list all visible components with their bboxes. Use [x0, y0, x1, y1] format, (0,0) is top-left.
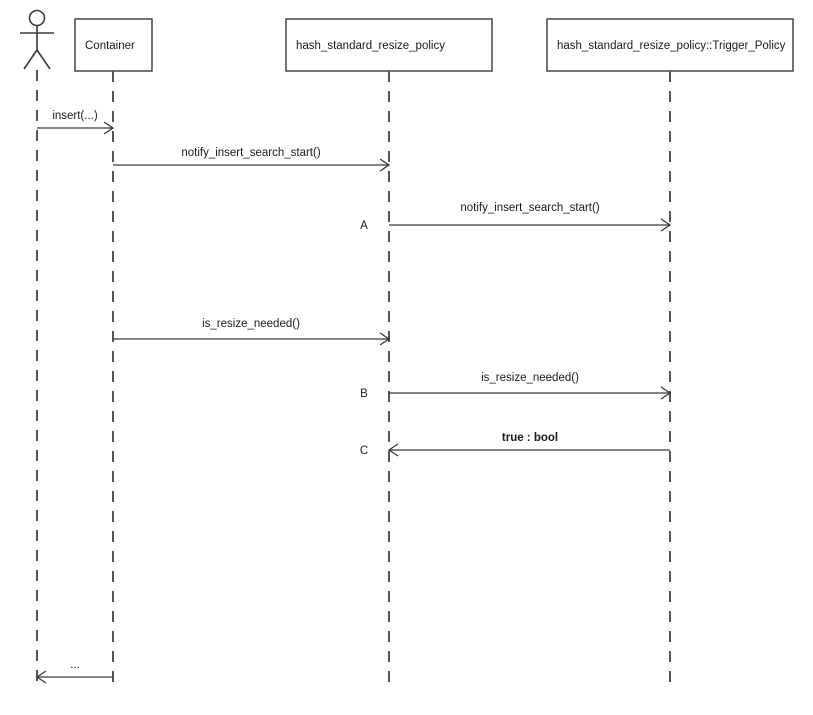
arrowhead-left-icon: [387, 443, 399, 457]
arrowhead-right-icon: [379, 158, 391, 172]
message-marker-a: A: [360, 220, 368, 232]
message-label: notify_insert_search_start(): [460, 202, 600, 214]
actor-leg-right-icon: [36, 49, 51, 70]
message-is-resize-needed-1[interactable]: is_resize_needed(): [113, 318, 391, 346]
actor-figure: [20, 9, 54, 70]
message-true-bool-return[interactable]: C true : bool: [360, 432, 670, 457]
arrowhead-right-icon: [660, 386, 672, 400]
message-label: insert(...): [52, 110, 98, 122]
participant-box[interactable]: [285, 18, 493, 72]
actor-head-icon: [28, 9, 46, 27]
arrowhead-right-icon: [379, 332, 391, 346]
participant-label: Container: [85, 40, 135, 52]
participant-label: hash_standard_resize_policy: [296, 40, 445, 52]
message-label: notify_insert_search_start(): [181, 147, 321, 159]
participant-container[interactable]: Container: [74, 18, 153, 72]
arrowhead-left-icon: [35, 670, 47, 684]
message-notify-insert-search-start-1[interactable]: notify_insert_search_start(): [113, 147, 391, 172]
message-is-resize-needed-2[interactable]: B is_resize_needed(): [360, 372, 672, 400]
participant-policy[interactable]: hash_standard_resize_policy: [285, 18, 493, 72]
message-label: is_resize_needed(): [202, 318, 300, 330]
message-notify-insert-search-start-2[interactable]: A notify_insert_search_start(): [360, 202, 672, 232]
message-label: true : bool: [502, 432, 558, 444]
message-marker-b: B: [360, 388, 368, 400]
message-insert[interactable]: insert(...): [37, 110, 115, 135]
message-marker-c: C: [360, 445, 368, 457]
message-label: ...: [70, 659, 80, 671]
actor-leg-left-icon: [23, 49, 38, 70]
participant-label: hash_standard_resize_policy::Trigger_Pol…: [557, 40, 786, 52]
message-label: is_resize_needed(): [481, 372, 579, 384]
arrowhead-right-icon: [103, 121, 115, 135]
message-ellipsis-return[interactable]: ...: [35, 659, 113, 684]
participant-trigger-policy[interactable]: hash_standard_resize_policy::Trigger_Pol…: [546, 18, 794, 72]
arrowhead-right-icon: [660, 218, 672, 232]
participant-box[interactable]: [74, 18, 153, 72]
participant-box[interactable]: [546, 18, 794, 72]
